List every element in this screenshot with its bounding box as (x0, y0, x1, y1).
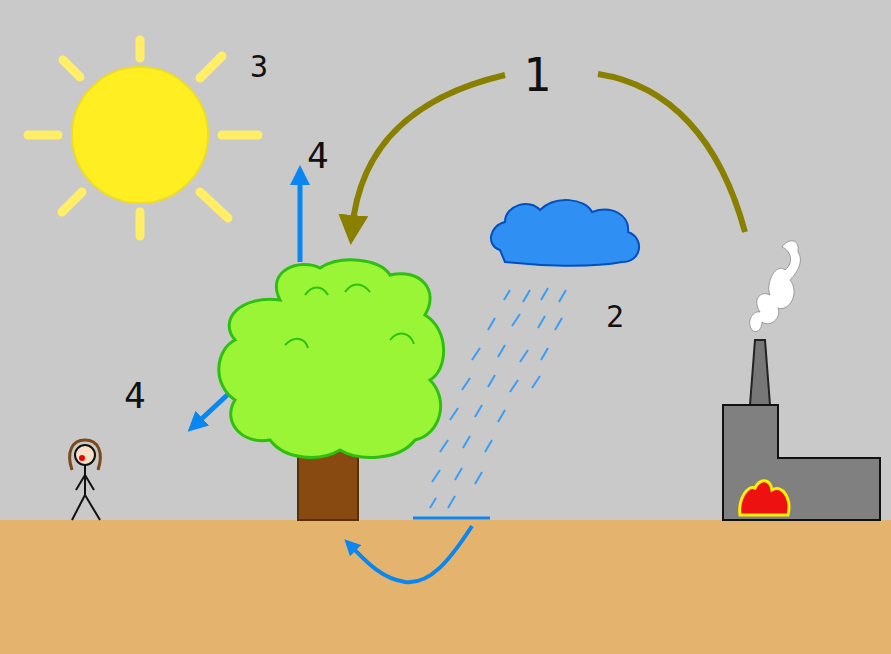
factory (723, 241, 880, 520)
oxygen-arrow (298, 175, 303, 262)
callout-number: 2 (606, 302, 624, 332)
ground (0, 520, 891, 654)
stick-figure (70, 440, 101, 520)
callout-number: 3 (250, 52, 268, 82)
pollution-arrow (598, 74, 745, 232)
tree-canopy (219, 260, 444, 457)
rain-cloud (491, 200, 639, 266)
rain (430, 288, 566, 508)
pollution-arrow (352, 75, 505, 230)
sky (0, 0, 891, 520)
sun (28, 40, 258, 236)
canopy-detail (285, 285, 414, 349)
callout-number: 4 (124, 378, 146, 414)
water-uptake-arrow (350, 526, 472, 582)
puddle (413, 517, 490, 520)
callout-number: 1 (523, 52, 551, 98)
callout-number: 4 (307, 138, 329, 174)
